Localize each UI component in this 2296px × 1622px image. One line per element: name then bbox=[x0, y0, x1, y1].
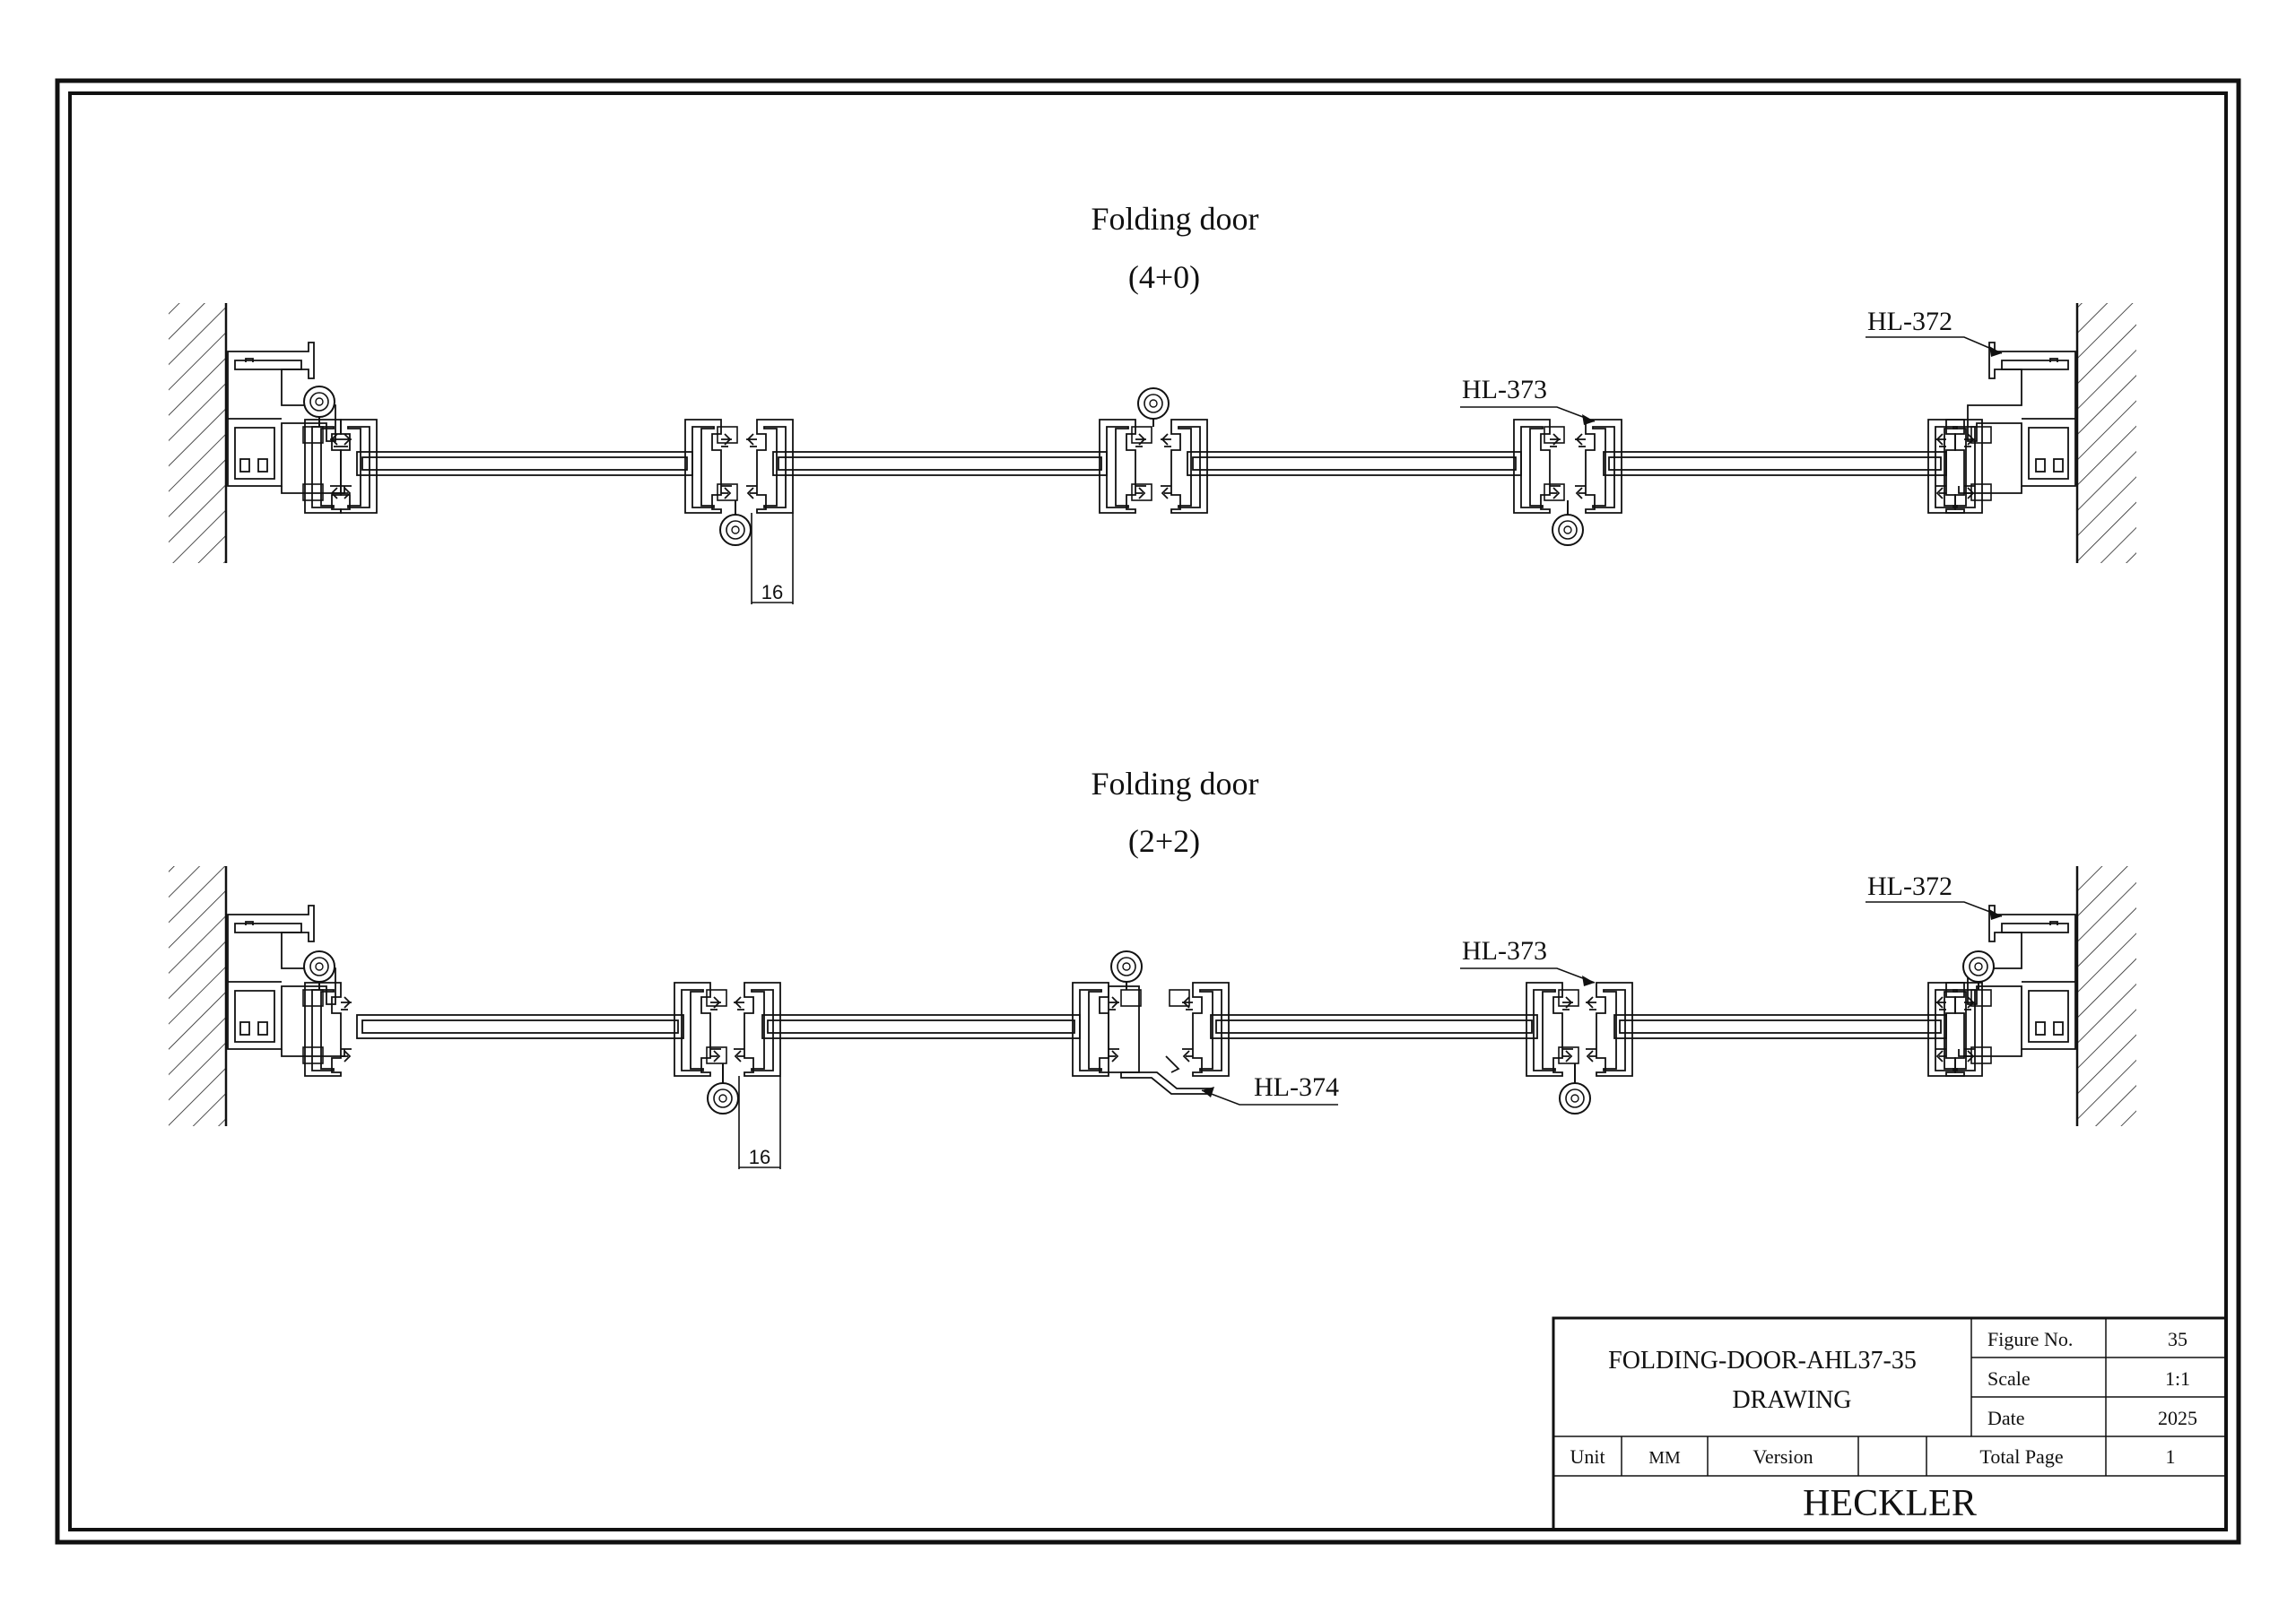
label-hl-373: HL-373 bbox=[1462, 375, 1547, 404]
drawing-title: Folding door bbox=[1091, 201, 1258, 237]
frame-profile-right bbox=[1958, 342, 2076, 494]
unit-label: Unit bbox=[1570, 1445, 1605, 1468]
hinge-blocks bbox=[302, 426, 1992, 501]
drawing-name: FOLDING-DOOR-AHL37-35 bbox=[1608, 1347, 1917, 1375]
glass-panels bbox=[356, 1014, 1947, 1039]
unit-value: MM bbox=[1648, 1448, 1681, 1468]
date-label: Date bbox=[1987, 1407, 2025, 1429]
wall-right bbox=[2077, 866, 2136, 1126]
dimension-label: 16 bbox=[761, 581, 783, 603]
scale-value: 1:1 bbox=[2165, 1367, 2190, 1390]
label-hl-374: HL-374 bbox=[1254, 1072, 1339, 1102]
figure-no-value: 35 bbox=[2168, 1328, 2187, 1350]
title-block: FOLDING-DOOR-AHL37-35 DRAWING Figure No.… bbox=[1552, 1316, 2228, 1531]
total-page-label: Total Page bbox=[1979, 1445, 2063, 1468]
wall-left bbox=[169, 866, 226, 1126]
dimension-16 bbox=[738, 1076, 781, 1169]
glass-panels bbox=[356, 451, 1947, 476]
sash-profiles bbox=[304, 982, 1983, 1077]
drawing-type: DRAWING bbox=[1732, 1386, 1851, 1414]
label-hl-372: HL-372 bbox=[1867, 872, 1952, 901]
drawing-subtitle: (2+2) bbox=[1128, 823, 1200, 859]
roller-wheel-icons bbox=[303, 950, 1995, 1115]
sheet-border-outer bbox=[55, 78, 2241, 1545]
frame-profile-left bbox=[227, 905, 345, 1057]
wall-right bbox=[2077, 303, 2136, 563]
leader-lines bbox=[1460, 336, 2003, 422]
version-label: Version bbox=[1752, 1445, 1813, 1468]
company-name: HECKLER bbox=[1803, 1483, 1977, 1524]
dimension-label: 16 bbox=[749, 1146, 770, 1168]
wall-left bbox=[169, 303, 226, 563]
sheet-border-inner bbox=[68, 91, 2228, 1531]
label-hl-373: HL-373 bbox=[1462, 936, 1547, 966]
leader-lines bbox=[1201, 901, 2003, 1106]
sash-profiles bbox=[304, 419, 1983, 514]
drawing-title: Folding door bbox=[1091, 766, 1258, 802]
figure-no-label: Figure No. bbox=[1987, 1328, 2073, 1350]
scale-label: Scale bbox=[1987, 1367, 2031, 1390]
drawing-2-plus-2: Folding door (2+2) bbox=[169, 766, 2136, 1169]
hinge-blocks bbox=[302, 989, 1992, 1064]
total-page-value: 1 bbox=[2166, 1445, 2176, 1468]
dimension-16 bbox=[751, 513, 794, 604]
date-value: 2025 bbox=[2158, 1407, 2197, 1429]
frame-profile-left bbox=[227, 342, 345, 494]
center-meeting-profile bbox=[1108, 985, 1212, 1095]
drawing-4-plus-0: Folding door (4+0) bbox=[169, 201, 2136, 604]
drawing-subtitle: (4+0) bbox=[1128, 259, 1200, 295]
label-hl-372: HL-372 bbox=[1867, 307, 1952, 336]
roller-wheel-icons bbox=[303, 386, 1584, 546]
